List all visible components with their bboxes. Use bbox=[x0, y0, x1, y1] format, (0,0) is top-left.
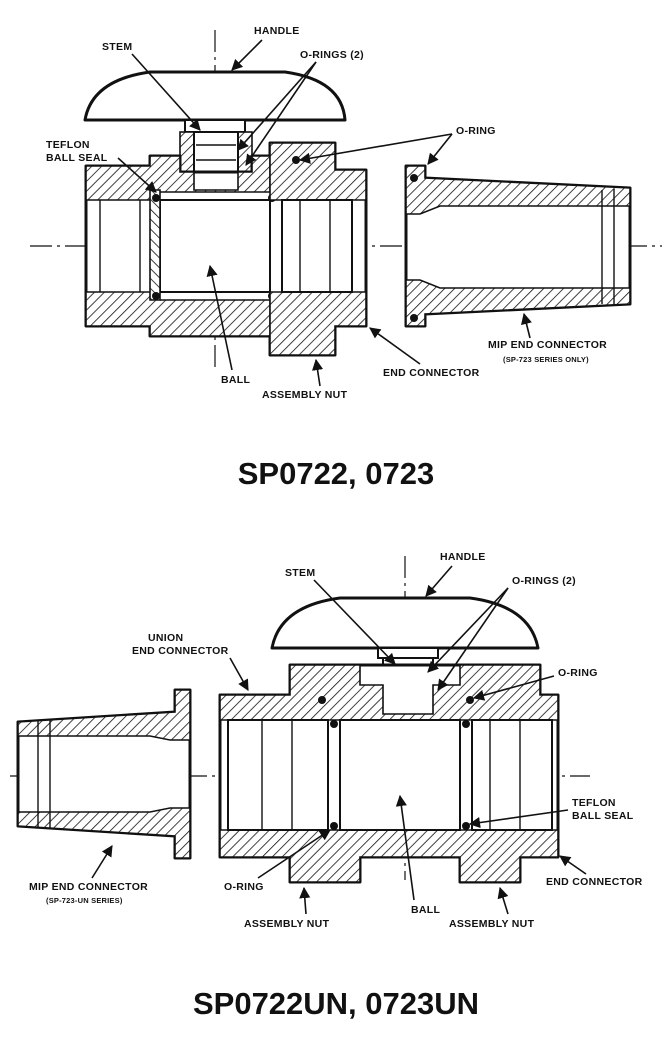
stem-housing-left bbox=[179, 131, 195, 173]
body-wall-bottom-2 bbox=[219, 829, 559, 883]
label-union-1: UNION bbox=[148, 632, 183, 644]
body-wall-top-2 bbox=[219, 664, 559, 721]
label-o-rings-2: O-RINGS (2) bbox=[512, 575, 576, 587]
label-assembly-nut-right: ASSEMBLY NUT bbox=[449, 918, 535, 930]
label-end-connector: END CONNECTOR bbox=[383, 367, 480, 379]
label-end-connector-2: END CONNECTOR bbox=[546, 876, 643, 888]
label-teflon-2: BALL SEAL bbox=[46, 152, 108, 164]
label-mip-1: MIP END CONNECTOR bbox=[488, 339, 607, 351]
diagram-1-title: SP0722, 0723 bbox=[238, 456, 435, 491]
mip-wall-bottom-2 bbox=[17, 807, 191, 859]
stem-housing-right bbox=[237, 131, 253, 173]
label-teflon-1: TEFLON bbox=[46, 139, 90, 151]
label-handle-2: HANDLE bbox=[440, 551, 486, 563]
label-handle: HANDLE bbox=[254, 25, 300, 37]
handle bbox=[83, 70, 347, 122]
label-teflon-2-2: BALL SEAL bbox=[572, 810, 634, 822]
label-mip-2: (SP-723 SERIES ONLY) bbox=[503, 355, 589, 364]
label-teflon-1-2: TEFLON bbox=[572, 797, 616, 809]
union-bore bbox=[227, 719, 329, 831]
assembly-nut-bottom bbox=[269, 291, 367, 356]
label-ball-2: BALL bbox=[411, 904, 440, 916]
ball bbox=[159, 199, 271, 293]
label-o-ring-bottom-2: O-RING bbox=[224, 881, 264, 893]
label-mip-1-2: MIP END CONNECTOR bbox=[29, 881, 148, 893]
handle-hub bbox=[184, 119, 246, 133]
label-assembly-nut-left: ASSEMBLY NUT bbox=[244, 918, 330, 930]
teflon-ball-seal bbox=[149, 189, 161, 301]
ball-2 bbox=[339, 719, 461, 831]
mip-wall-top-2 bbox=[17, 689, 191, 741]
diagram-2: STEM HANDLE O-RINGS (2) UNION END CONNEC… bbox=[10, 551, 643, 1021]
label-o-rings: O-RINGS (2) bbox=[300, 49, 364, 61]
handle-2 bbox=[270, 596, 540, 650]
end-connector-bore bbox=[281, 199, 353, 293]
label-stem-2: STEM bbox=[285, 567, 315, 579]
diagram-2-title: SP0722UN, 0723UN bbox=[193, 986, 479, 1021]
label-assembly-nut: ASSEMBLY NUT bbox=[262, 389, 348, 401]
diagram-1: STEM HANDLE O-RINGS (2) TEFLON BALL SEAL… bbox=[30, 25, 662, 491]
mip-wall-top bbox=[405, 165, 631, 215]
label-o-ring-top-2: O-RING bbox=[558, 667, 598, 679]
label-o-ring: O-RING bbox=[456, 125, 496, 137]
mip-wall-bottom bbox=[405, 279, 631, 327]
label-stem: STEM bbox=[102, 41, 132, 53]
label-ball: BALL bbox=[221, 374, 250, 386]
label-union-2: END CONNECTOR bbox=[132, 645, 229, 657]
end-bore bbox=[471, 719, 553, 831]
label-mip-2-2: (SP-723-UN SERIES) bbox=[46, 896, 123, 905]
